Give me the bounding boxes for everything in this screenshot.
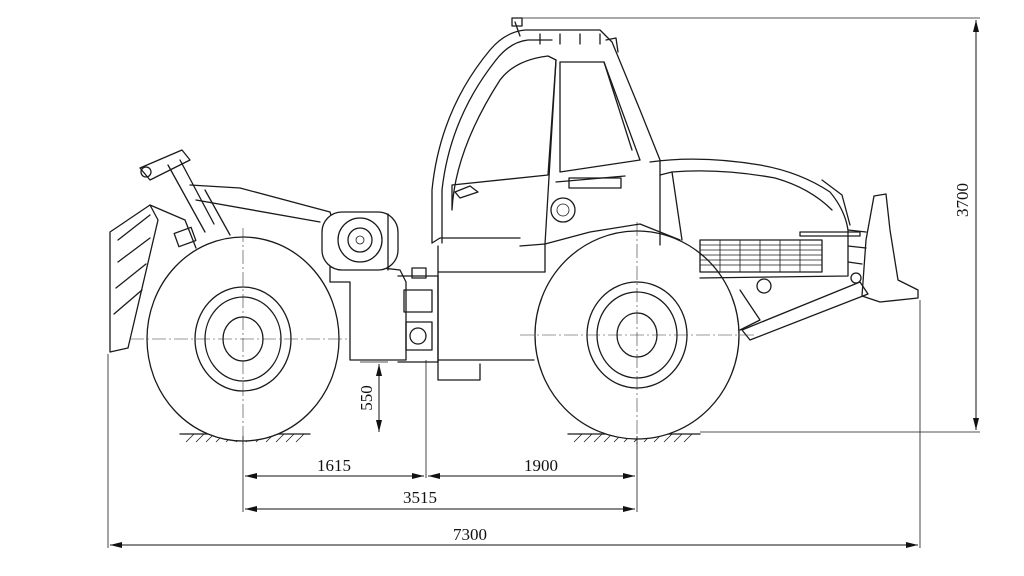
dim-label-rear-wheelbase: 1615 (317, 456, 351, 475)
front-wheel (520, 222, 756, 444)
dim-label-overall-length: 7300 (453, 525, 487, 544)
dim-label-front-wheelbase: 1900 (524, 456, 558, 475)
front-blade (739, 193, 919, 341)
dim-label-ground-clearance: 550 (357, 385, 376, 411)
dim-label-overall-height: 3700 (953, 183, 972, 217)
rear-frame (321, 211, 439, 363)
dimension-lines (107, 17, 980, 548)
rear-implement (109, 149, 339, 353)
hood (649, 158, 861, 279)
chassis (437, 223, 681, 381)
dim-label-total-wheelbase: 3515 (403, 488, 437, 507)
cab (431, 17, 661, 246)
rear-wheel (130, 228, 356, 444)
